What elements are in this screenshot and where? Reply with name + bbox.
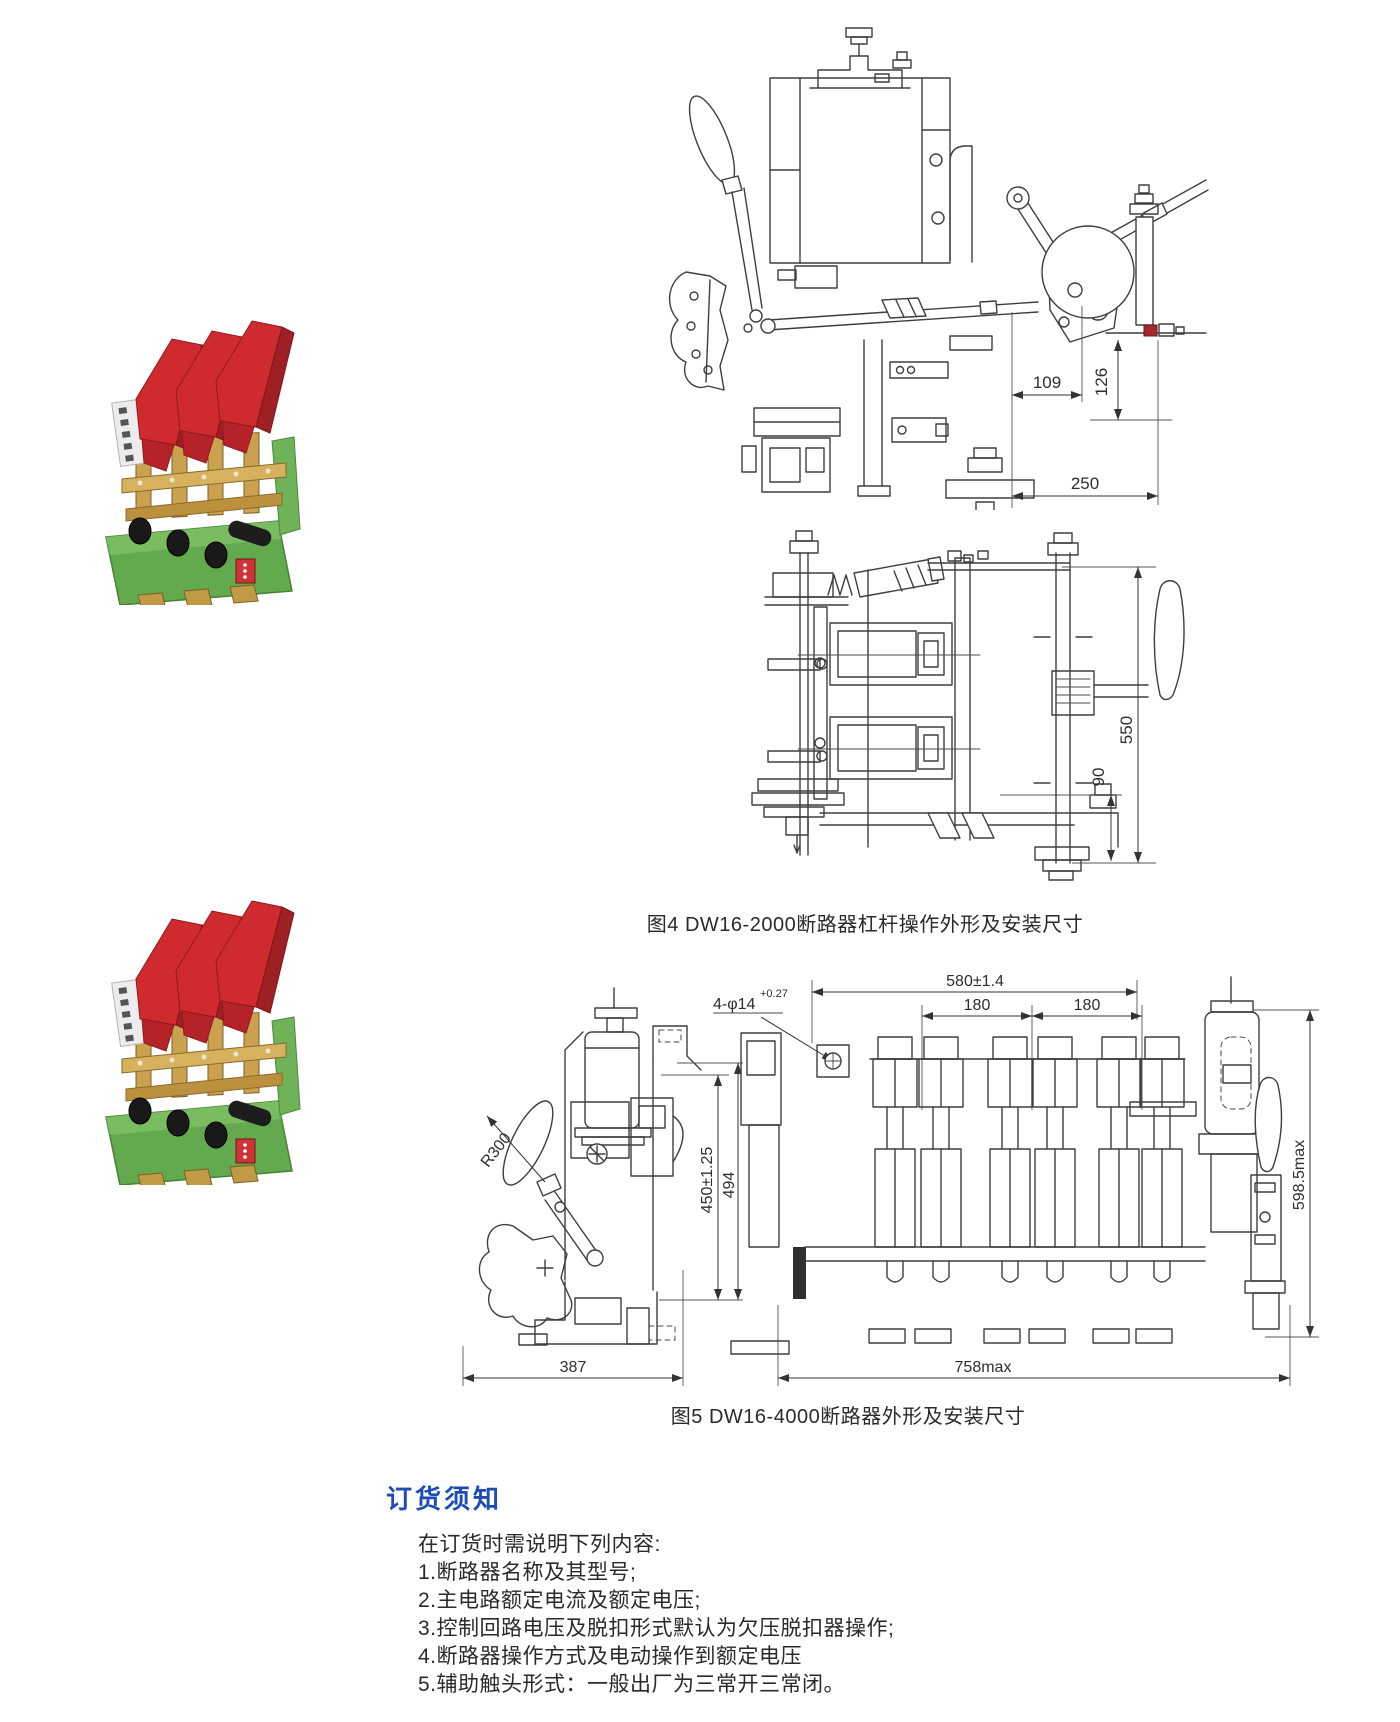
dark-pivot-bar (793, 1247, 806, 1299)
dim-label-387: 387 (560, 1359, 587, 1376)
ordering-intro: 在订货时需说明下列内容: (418, 1533, 661, 1556)
bottom-mounting-bracket (945, 447, 1035, 510)
base-terminals (751, 778, 1119, 881)
product-photo-breaker-2 (105, 900, 301, 1185)
cam-disc (1041, 184, 1207, 337)
ordering-item-3: 3.控制回路电压及脱扣形式默认为欠压脱扣器操作; (418, 1617, 895, 1640)
breaker-body-outline (564, 1025, 702, 1291)
product-photo-breaker-1 (105, 320, 301, 605)
ordering-item-5: 5.辅助触头形式：一般出厂为三常开三常闭。 (418, 1673, 846, 1696)
dim-label-90: 90 (1089, 768, 1108, 787)
hole-leader-line (760, 1016, 834, 1062)
dim-label-126: 126 (1092, 368, 1111, 396)
frame-and-coils (797, 550, 1071, 848)
ordering-item-1: 1.断路器名称及其型号; (418, 1561, 637, 1584)
closing-spring (827, 556, 945, 598)
trip-mechanism-plates (668, 271, 729, 391)
dim-label-250: 250 (1071, 474, 1099, 493)
undervoltage-release-cylinder (574, 987, 652, 1146)
pole-units (868, 1036, 1185, 1344)
dim-label-holes-tol: +0.27 (760, 988, 788, 1000)
magnet-block (741, 407, 841, 493)
dim-label-598: 598.5max (1291, 1140, 1308, 1210)
shunt-release-cylinder (1129, 976, 1266, 1233)
dim-label-550: 550 (1117, 716, 1136, 744)
left-side-bracket (730, 1032, 790, 1355)
dim-label-494: 494 (721, 1172, 738, 1199)
operating-lever-handle (688, 95, 763, 323)
mounting-bolt-top (809, 27, 912, 89)
figure4-front-view-drawing: 109 126 250 (668, 27, 1209, 510)
mounting-hole (816, 1044, 850, 1078)
link-rod (743, 297, 1039, 334)
figure5-side-view-drawing: R300 450±1.25 494 387 (462, 987, 743, 1386)
bus-bars (804, 1058, 1206, 1262)
dim-label-758: 758max (955, 1359, 1012, 1376)
centre-column (857, 335, 993, 497)
ordering-notice-heading: 订货须知 (386, 1484, 503, 1514)
ordering-item-4: 4.断路器操作方式及电动操作到额定电压 (418, 1645, 803, 1668)
breaker-frame-panel (769, 77, 973, 289)
photo-terminal-feet (137, 584, 259, 605)
figure5-caption: 图5 DW16-4000断路器外形及安装尺寸 (670, 1406, 1026, 1428)
figure4-caption: 图4 DW16-2000断路器杠杆操作外形及安装尺寸 (646, 914, 1084, 936)
photo-red-arc-chutes (135, 320, 295, 472)
dim-label-180b: 180 (1074, 997, 1101, 1014)
latch-cam-blob (478, 1223, 573, 1328)
dim-label-holes: 4-φ14 (713, 996, 756, 1013)
side-operating-handle (1153, 580, 1185, 701)
photo-black-knobs (128, 517, 228, 569)
front-right-handle (1254, 1076, 1283, 1173)
dim-label-450: 450±1.25 (699, 1147, 716, 1214)
right-mechanism-plate (1244, 1174, 1286, 1330)
dim-label-109: 109 (1033, 373, 1061, 392)
figure5-front-view-drawing: 580±1.4 180 180 4-φ14 +0.27 (713, 973, 1319, 1386)
front-operating-handle (502, 1100, 604, 1267)
ordering-notice-body: 在订货时需说明下列内容: 1.断路器名称及其型号; 2.主电路额定电流及额定电压… (418, 1531, 894, 1699)
red-washer-detail (1143, 324, 1158, 337)
base-feet (518, 1281, 676, 1346)
ordering-item-2: 2.主电路额定电流及额定电压; (418, 1589, 701, 1612)
dim-label-580: 580±1.4 (946, 973, 1004, 990)
right-drive-shaft (1033, 532, 1149, 864)
dim-label-180a: 180 (964, 997, 991, 1014)
dim-line-r300 (486, 1115, 546, 1183)
figure4-side-view-drawing: 550 90 (751, 530, 1185, 881)
